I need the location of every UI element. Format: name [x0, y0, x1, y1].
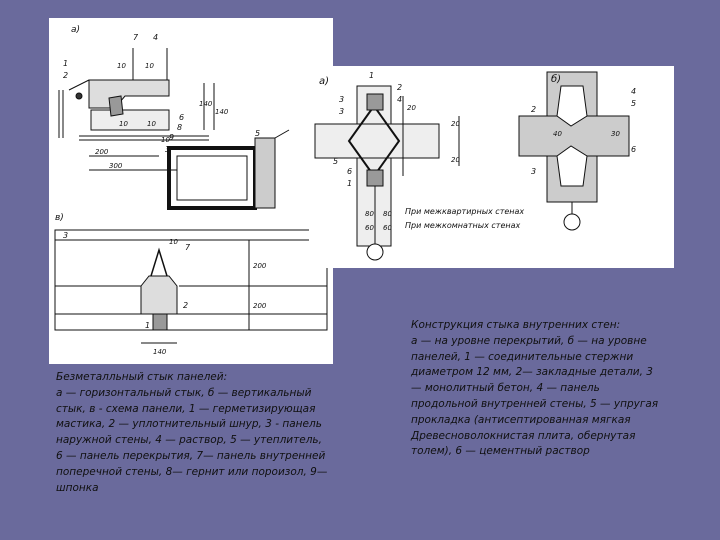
dim-rb-2: 30: [611, 130, 620, 138]
callout-rb-3: 3: [531, 167, 536, 176]
dim-a-6: 10: [161, 136, 170, 144]
callout-r-1b: 1: [347, 179, 352, 188]
callout-v-7: 7: [185, 243, 191, 252]
dim-a-8: 200: [95, 148, 109, 156]
dim-r-3: 20: [451, 156, 460, 164]
legend-interroom: При межкомнатных стенах: [405, 221, 520, 230]
dim-a-3: 140: [199, 100, 213, 108]
callout-3: 3: [165, 145, 170, 154]
sub-label-a: а): [71, 25, 80, 35]
sub-label-b-right: б): [551, 73, 561, 85]
callout-rb-6: 6: [631, 145, 636, 154]
figure-internal-walls: а) б) 1 2 3 3 4 5 6 1 20 20 20 80 80 60 …: [309, 66, 674, 268]
sub-label-v: в): [55, 213, 64, 223]
dim-rb-1: 40: [553, 130, 562, 138]
dim-a-7: 140: [215, 108, 229, 116]
callout-rb-5: 5: [631, 99, 636, 108]
callout-9: 9: [169, 133, 174, 142]
callout-r-6: 6: [347, 167, 352, 176]
dim-a-9: 300: [109, 162, 123, 170]
callout-r-2: 2: [397, 83, 402, 92]
dim-v-2: 200: [253, 262, 267, 270]
dim-r-2: 20: [451, 120, 460, 128]
dim-v-4: 140: [153, 348, 167, 356]
callout-v-1: 1: [145, 321, 150, 330]
dim-a-1: 10: [117, 62, 126, 70]
dim-r-1: 20: [407, 104, 416, 112]
callout-v-3: 3: [63, 231, 68, 240]
callout-r-1: 1: [369, 71, 374, 80]
callout-rb-2: 2: [531, 105, 536, 114]
callout-rb-4: 4: [631, 87, 636, 96]
callout-1: 1: [63, 59, 68, 68]
caption-panel-joints: Безметалльный стык панелей: а — горизонт…: [56, 371, 328, 494]
callout-8: 8: [177, 123, 182, 132]
drawing-panel-joints: а) в) 1 2 7 4 5 3 6 8 9 10 10 140 10 10 …: [54, 25, 328, 356]
dim-r-6: 60: [365, 224, 374, 232]
callout-r-3a: 3: [339, 95, 344, 104]
dim-r-4: 80: [365, 210, 374, 218]
callout-4: 4: [153, 33, 158, 42]
callout-2: 2: [63, 71, 68, 80]
caption-internal-walls: Конструкция стыка внутренних стен: а — н…: [411, 319, 659, 458]
dim-a-2: 10: [145, 62, 154, 70]
callout-v-2: 2: [183, 301, 188, 310]
drawing-internal-walls: а) б) 1 2 3 3 4 5 6 1 20 20 20 80 80 60 …: [314, 71, 636, 261]
legend-interapartment: При межквартирных стенах: [405, 207, 524, 216]
dim-r-5: 80: [383, 210, 392, 218]
dim-a-4: 10: [119, 120, 128, 128]
callout-5: 5: [255, 129, 260, 138]
callout-r-5: 5: [333, 157, 338, 166]
sub-label-a-right: а): [319, 76, 329, 87]
callout-7: 7: [133, 33, 139, 42]
dim-r-7: 60: [383, 224, 392, 232]
figure-panel-joints: а) в) 1 2 7 4 5 3 6 8 9 10 10 140 10 10 …: [49, 18, 333, 364]
dim-v-3: 200: [253, 302, 267, 310]
dim-v-1: 10: [169, 238, 178, 246]
callout-6: 6: [179, 113, 184, 122]
callout-r-3b: 3: [339, 107, 344, 116]
dim-a-5: 10: [147, 120, 156, 128]
callout-r-4: 4: [397, 95, 402, 104]
